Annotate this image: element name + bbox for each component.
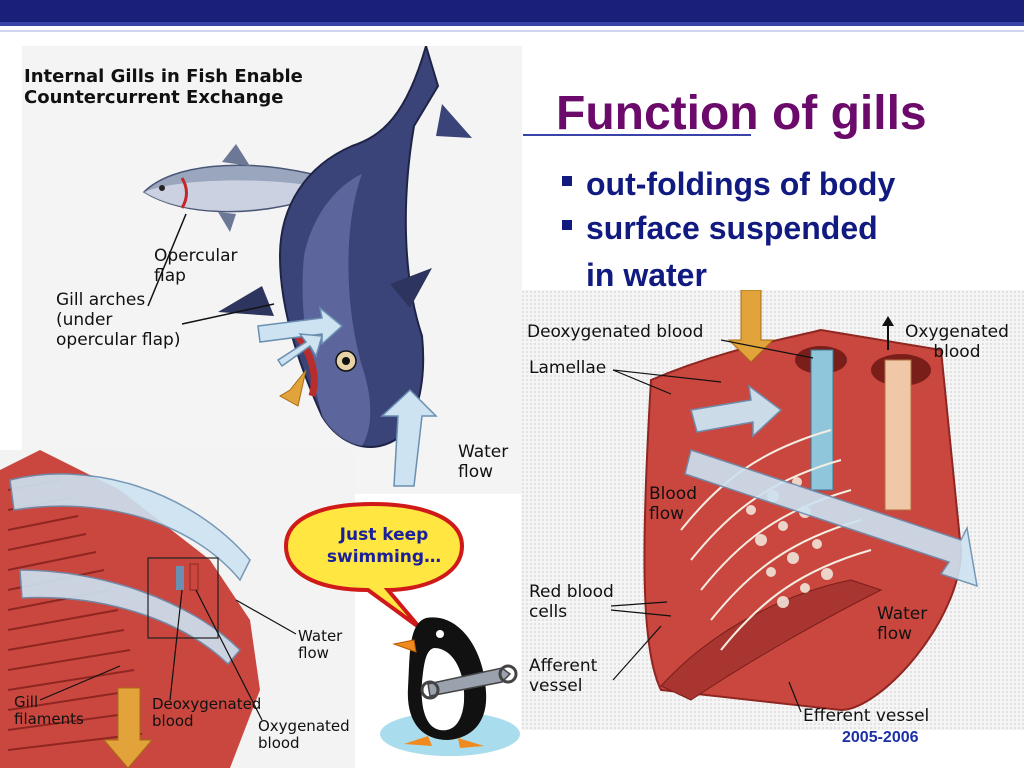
gill-arches-line-1: Gill arches (56, 290, 146, 310)
penguin-cartoon (283, 501, 520, 756)
lamellae-oxygenated-line-1: Oxygenated (905, 322, 1009, 342)
bullet-item: out-foldings of body (562, 162, 982, 206)
footer-year: 2005-2006 (842, 729, 919, 746)
fish-water-flow-label: Water flow (458, 442, 508, 482)
afferent-vessel-line-2: vessel (529, 676, 583, 696)
lamellae-oxygenated-label: Oxygenated blood (905, 322, 1009, 362)
gill-deoxygenated-line-1: Deoxygenated (152, 695, 262, 713)
fish-heading-line-1: Internal Gills in Fish Enable (24, 66, 303, 87)
afferent-vessel-line-1: Afferent (529, 656, 598, 676)
lamellae-water-flow-line-2: flow (877, 624, 913, 644)
fish-figure-heading: Internal Gills in Fish Enable Countercur… (24, 66, 303, 108)
gill-water-flow-line-2: flow (298, 644, 329, 662)
speech-line-2: swimming… (326, 547, 442, 567)
afferent-vessel-label: Afferent vessel (529, 656, 597, 696)
fish-heading-line-2: Countercurrent Exchange (24, 87, 284, 108)
speech-bubble-text: Just keep swimming… (296, 524, 472, 568)
blood-flow-line-2: flow (649, 504, 685, 524)
gill-arches-line-3: opercular flap) (56, 330, 181, 350)
lamellae-water-flow-label: Water flow (877, 604, 927, 644)
bullet-text: surface suspended (586, 210, 878, 246)
gill-filaments-figure: Water flow Gill filaments Deoxygenated b… (0, 450, 355, 768)
gill-deoxygenated-line-2: blood (152, 712, 194, 730)
red-blood-cells-line-1: Red blood (529, 582, 614, 602)
fish-illustration (142, 46, 472, 487)
red-blood-cells-line-2: cells (529, 602, 568, 622)
bullet-text: out-foldings of body (586, 166, 896, 202)
bullet-item: surface suspended (562, 206, 982, 250)
gill-water-flow-label: Water flow (298, 628, 342, 662)
top-banner-stripe (0, 22, 1024, 26)
lamellae-oxygenated-line-2: blood (933, 342, 981, 362)
opercular-flap-line-2: flap (154, 266, 186, 286)
fish-gills-figure: Internal Gills in Fish Enable Countercur… (22, 46, 522, 494)
slide-title: Function of gills (556, 87, 927, 140)
blood-flow-line-1: Blood (649, 484, 697, 504)
top-banner (0, 0, 1024, 22)
gill-filaments-label: Gill filaments (14, 694, 84, 728)
fish-water-flow-line-2: flow (458, 462, 494, 482)
speech-line-1: Just keep (339, 525, 429, 545)
opercular-flap-line-1: Opercular (154, 246, 238, 266)
gill-filaments-line-1: Gill (14, 693, 39, 711)
gill-water-flow-line-1: Water (298, 627, 343, 645)
gill-deoxygenated-label: Deoxygenated blood (152, 696, 261, 730)
gill-arches-label: Gill arches (under opercular flap) (56, 290, 180, 350)
gill-arches-line-2: (under (56, 310, 113, 330)
gill-oxygenated-label: Oxygenated blood (258, 718, 350, 752)
lamellae-illustration (610, 290, 978, 713)
gill-oxygenated-line-1: Oxygenated (258, 717, 350, 735)
efferent-vessel-label: Efferent vessel (803, 706, 930, 726)
square-bullet-icon (562, 220, 572, 230)
top-banner-rule (0, 30, 1024, 32)
lamellae-label: Lamellae (529, 358, 607, 378)
blood-flow-label: Blood flow (649, 484, 697, 524)
red-blood-cells-label: Red blood cells (529, 582, 614, 622)
fish-water-flow-line-1: Water (458, 442, 509, 462)
gill-oxygenated-line-2: blood (258, 734, 300, 752)
bullet-list: out-foldings of body surface suspended i… (562, 162, 982, 300)
opercular-flap-label: Opercular flap (154, 246, 238, 286)
lamellae-deoxygenated-label: Deoxygenated blood (527, 322, 704, 342)
lamellae-water-flow-line-1: Water (877, 604, 928, 624)
lamellae-figure: Deoxygenated blood Oxygenated blood Lame… (521, 290, 1024, 730)
gill-filaments-line-2: filaments (14, 710, 84, 728)
title-underline (523, 134, 751, 136)
gill-filaments-illustration (0, 450, 297, 768)
square-bullet-icon (562, 176, 572, 186)
bullet-continuation: in water (586, 257, 707, 293)
